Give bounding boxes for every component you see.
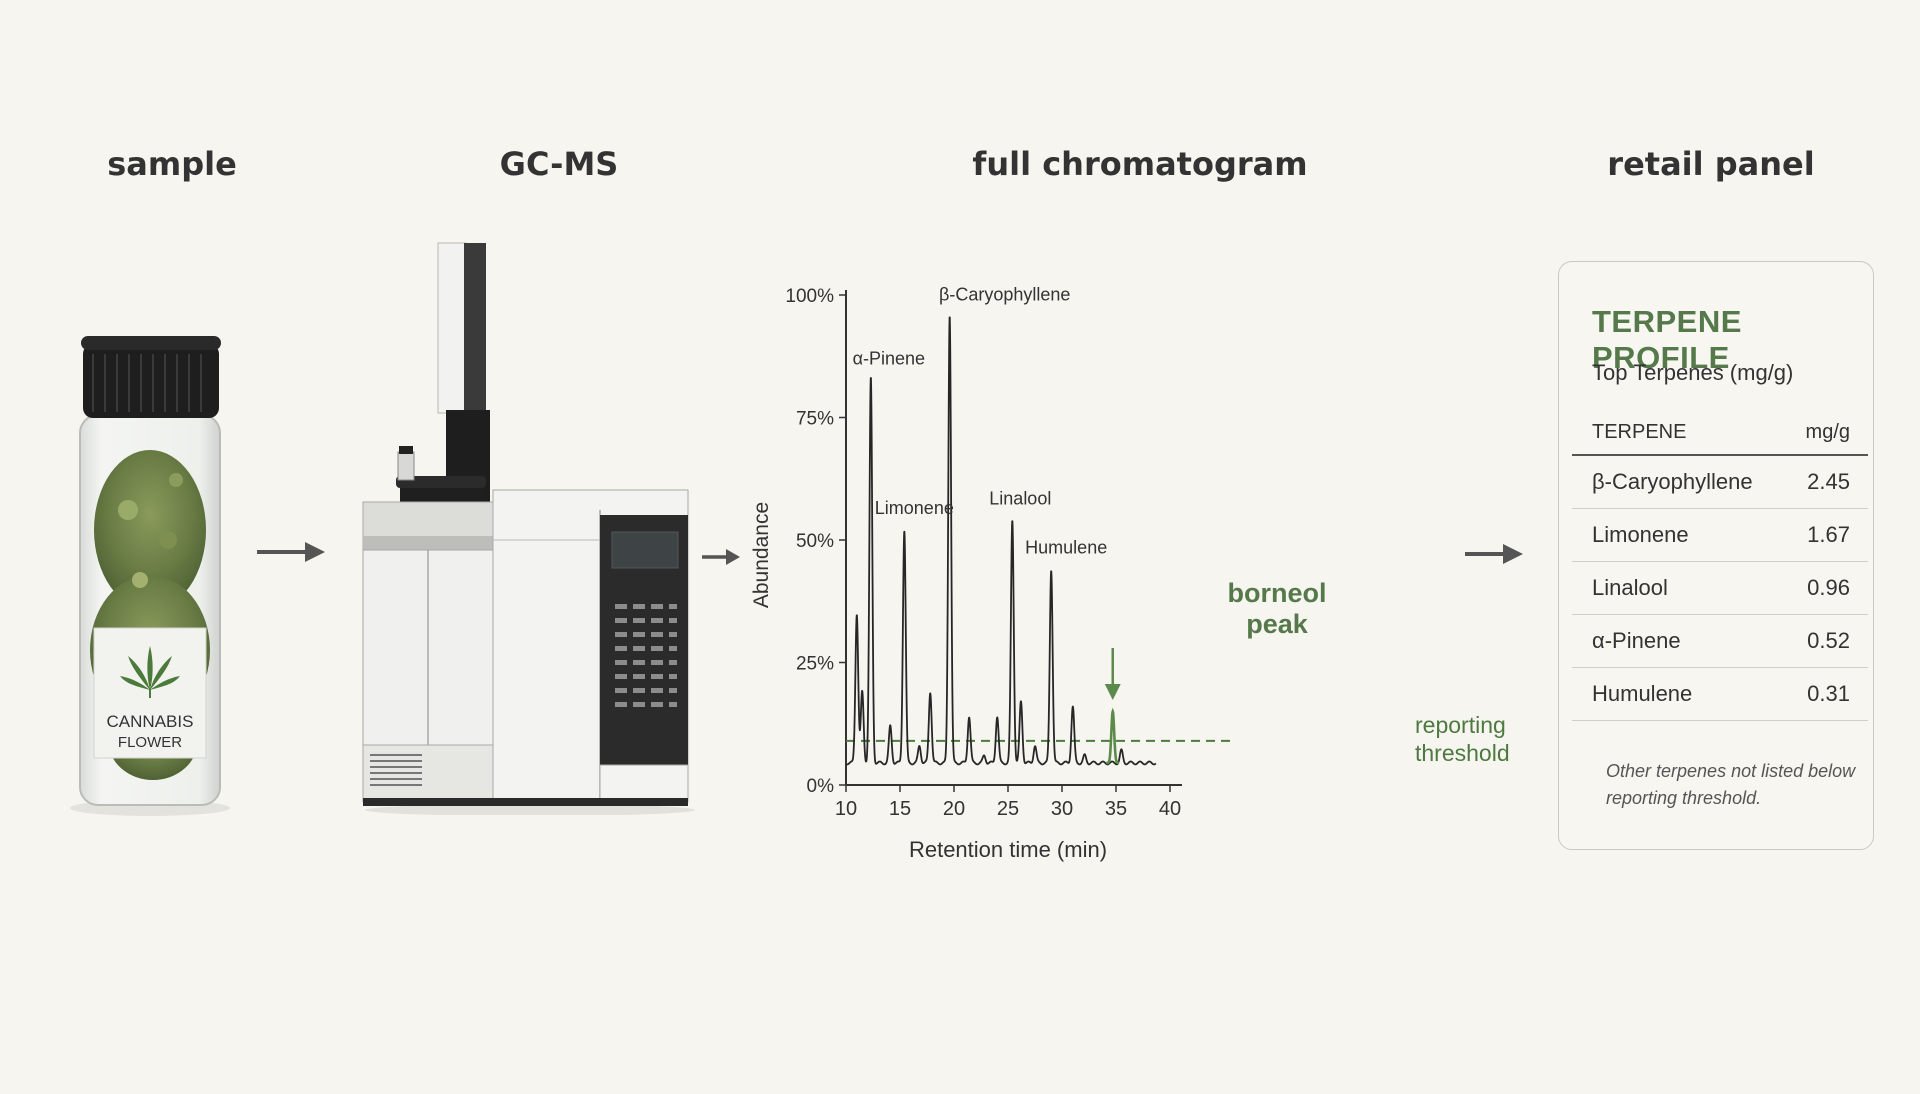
gc-oven-body (362, 501, 494, 803)
threshold-label-line2: threshold (1415, 740, 1510, 766)
x-tick-label: 35 (1105, 798, 1127, 820)
gc-ms-instrument-illustration (362, 242, 695, 815)
arrow-right-icon (702, 549, 740, 565)
chromatogram-trace (845, 316, 1157, 766)
stage-title-chromatogram: full chromatogram (972, 145, 1308, 183)
arrow-right-icon (257, 542, 325, 562)
y-tick-label: 25% (796, 654, 834, 675)
table-row: Linalool 0.96 (1572, 562, 1868, 615)
threshold-label: reporting threshold (1415, 711, 1510, 767)
down-arrow-icon (1104, 684, 1121, 700)
peak-label: Linalool (989, 488, 1051, 508)
peak-label: α-Pinene (853, 348, 925, 368)
stage-title-retail-panel: retail panel (1607, 145, 1815, 183)
borneol-annotation-line1: borneol (1227, 578, 1327, 608)
ms-detector-body (363, 489, 689, 806)
terpene-name: α-Pinene (1592, 628, 1681, 653)
column-header-terpene: TERPENE (1592, 420, 1687, 443)
terpene-profile-panel: TERPENE PROFILE Top Terpenes (mg/g) TERP… (1558, 261, 1874, 850)
x-axis-label: Retention time (min) (909, 837, 1107, 862)
borneol-peak-highlight (1106, 707, 1120, 765)
terpene-name: Limonene (1592, 522, 1689, 547)
terpene-value: 1.67 (1807, 522, 1850, 547)
x-tick-label: 15 (889, 798, 911, 820)
peak-label: Humulene (1025, 537, 1107, 557)
vial-label-line2: FLOWER (118, 734, 182, 751)
x-tick-label: 20 (943, 798, 965, 820)
x-tick-label: 10 (835, 798, 857, 820)
y-tick-label: 100% (785, 286, 834, 307)
panel-title: TERPENE PROFILE (1592, 304, 1742, 375)
terpene-value: 0.96 (1807, 575, 1850, 600)
x-tick-label: 40 (1159, 798, 1181, 820)
column-header-mg-per-g: mg/g (1805, 420, 1850, 443)
autosampler-tower (396, 242, 490, 540)
terpene-name: Humulene (1592, 681, 1693, 706)
panel-subtitle: Top Terpenes (mg/g) (1592, 360, 1794, 385)
table-row: Limonene 1.67 (1572, 509, 1868, 562)
vial-cap (81, 336, 221, 418)
cannabis-leaf-icon (120, 646, 180, 698)
peak-label: β-Caryophyllene (939, 285, 1070, 305)
table-header-row: TERPENE mg/g (1572, 410, 1868, 456)
peak-label: Limonene (875, 498, 954, 518)
table-row: α-Pinene 0.52 (1572, 615, 1868, 668)
panel-footnote: Other terpenes not listed below reportin… (1606, 761, 1856, 808)
vial-label-line1: CANNABIS (107, 712, 194, 731)
stage-title-sample: sample (107, 145, 237, 183)
x-tick-label: 30 (1051, 798, 1073, 820)
borneol-peak-annotation: borneol peak (1217, 578, 1337, 640)
y-tick-label: 50% (796, 531, 834, 552)
terpene-name: Linalool (1592, 575, 1668, 600)
y-tick-label: 0% (807, 776, 835, 797)
borneol-annotation-line2: peak (1246, 609, 1308, 639)
terpene-value: 0.31 (1807, 681, 1850, 706)
terpene-table: TERPENE mg/g β-Caryophyllene 2.45 Limone… (1572, 410, 1868, 721)
table-row: Humulene 0.31 (1572, 668, 1868, 721)
x-tick-label: 25 (997, 798, 1019, 820)
terpene-name: β-Caryophyllene (1592, 469, 1753, 494)
sample-vial-illustration: CANNABIS FLOWER (70, 336, 230, 816)
y-tick-label: 75% (796, 409, 834, 430)
y-axis-label: Abundance (750, 502, 773, 608)
terpene-value: 2.45 (1807, 469, 1850, 494)
table-row: β-Caryophyllene 2.45 (1572, 456, 1868, 509)
threshold-label-line1: reporting (1415, 712, 1506, 738)
terpene-value: 0.52 (1807, 628, 1850, 653)
stage-title-gcms: GC-MS (499, 145, 619, 183)
arrow-right-icon (1465, 544, 1523, 564)
